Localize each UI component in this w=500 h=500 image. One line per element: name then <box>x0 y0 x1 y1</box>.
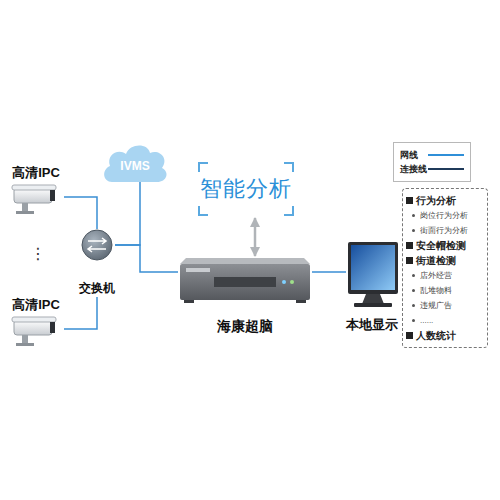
connector-group <box>255 218 256 256</box>
legend-row: 连接线 <box>400 163 464 176</box>
monitor-frame <box>348 242 398 294</box>
node-label: 本地显示 <box>346 316 398 334</box>
monitor-node: 本地显示 <box>346 240 398 334</box>
list-row: 乱堆物料 <box>406 283 484 298</box>
list-item: 街面行为分析 <box>420 225 468 236</box>
camera-node: 高清IPC <box>8 296 64 346</box>
camera-icon <box>12 317 56 346</box>
network-cable <box>312 271 346 273</box>
node-label: IVMS <box>120 159 149 173</box>
monitor-stand <box>362 294 384 304</box>
list-bullet <box>412 304 415 307</box>
nvr-panel <box>214 277 276 287</box>
list-item: 岗位行为分析 <box>420 210 468 221</box>
list-item: 乱堆物料 <box>420 285 452 296</box>
network-cable <box>115 245 178 272</box>
node-label: 交换机 <box>79 280 115 297</box>
nvr-node: 海康超脑 <box>178 258 312 336</box>
network-cable <box>64 197 97 229</box>
monitor-icon <box>348 242 398 307</box>
nvr-logo <box>186 268 210 272</box>
list-row: 行为分析 <box>406 193 484 208</box>
camera-mount <box>22 203 28 212</box>
legend-text: 网线 <box>400 149 418 162</box>
feature-list: 行为分析岗位行为分析街面行为分析安全帽检测街道检测店外经营乱堆物料违规广告...… <box>402 188 488 348</box>
switch-icon <box>82 230 112 260</box>
list-bullet <box>406 242 413 249</box>
camera-base <box>16 343 34 346</box>
connector-group <box>64 297 97 329</box>
monitor-screen <box>351 245 395 290</box>
switch-node: 交换机 <box>79 229 115 297</box>
list-item: 店外经营 <box>420 270 452 281</box>
legend-text: 连接线 <box>400 163 427 176</box>
node-label: 高清IPC <box>12 296 60 314</box>
switch-body <box>82 230 112 260</box>
list-bullet <box>412 214 415 217</box>
bracket-corner <box>199 206 208 215</box>
connector-group <box>312 272 346 273</box>
legend-line-sample <box>428 168 464 170</box>
ellipsis-mark: ⋮ <box>30 244 46 263</box>
node-label: 高清IPC <box>12 164 60 182</box>
list-row: 街道检测 <box>406 253 484 268</box>
camera-node: 高清IPC <box>8 164 64 214</box>
list-bullet <box>406 257 413 264</box>
legend-line-sample <box>428 154 464 156</box>
node-label: 海康超脑 <box>217 318 273 336</box>
camera-icon <box>12 185 56 214</box>
connector-group <box>64 197 97 229</box>
list-heading: 人数统计 <box>416 329 456 343</box>
camera-shade <box>12 317 56 322</box>
list-row: 违规广告 <box>406 298 484 313</box>
list-row: 街面行为分析 <box>406 223 484 238</box>
list-bullet <box>412 319 415 322</box>
nvr-light <box>282 280 286 284</box>
nvr-foot <box>296 300 306 303</box>
list-bullet <box>412 229 415 232</box>
camera-mount <box>22 335 28 344</box>
cloud-node: IVMS <box>102 142 168 182</box>
network-cable <box>115 182 140 245</box>
switch-arrows <box>88 238 106 252</box>
nvr-front <box>180 264 310 300</box>
analysis-frame: 智能分析 <box>198 162 294 216</box>
legend-box: 网线连接线 <box>393 142 471 182</box>
list-heading: 行为分析 <box>416 194 456 208</box>
list-row: ...... <box>406 313 484 328</box>
connector-group <box>115 245 178 272</box>
list-row: 岗位行为分析 <box>406 208 484 223</box>
bracket-corner <box>199 163 208 172</box>
list-row: 安全帽检测 <box>406 238 484 253</box>
monitor-base <box>354 303 392 307</box>
nvr-foot <box>184 300 194 303</box>
list-bullet <box>406 332 413 339</box>
list-bullet <box>412 274 415 277</box>
data-flow-arrow <box>254 218 257 256</box>
nvr-light <box>290 280 294 284</box>
camera-lens <box>50 190 55 201</box>
list-heading: 街道检测 <box>416 254 456 268</box>
list-row: 店外经营 <box>406 268 484 283</box>
camera-base <box>16 211 34 214</box>
list-item: 违规广告 <box>420 300 452 311</box>
node-label: 智能分析 <box>200 174 292 204</box>
list-bullet <box>412 289 415 292</box>
list-heading: 安全帽检测 <box>416 239 466 253</box>
list-row: 人数统计 <box>406 328 484 343</box>
list-item: ...... <box>420 316 433 325</box>
cloud-outline <box>104 146 166 182</box>
list-bullet <box>406 197 413 204</box>
camera-shade <box>12 185 56 190</box>
connector-group <box>115 182 140 245</box>
network-cable <box>64 297 97 329</box>
camera-lens <box>50 322 55 333</box>
nvr-top <box>180 258 310 264</box>
bracket-corner <box>284 163 293 172</box>
bracket-corner <box>284 206 293 215</box>
nvr-device <box>180 258 310 303</box>
legend-row: 网线 <box>400 149 464 162</box>
